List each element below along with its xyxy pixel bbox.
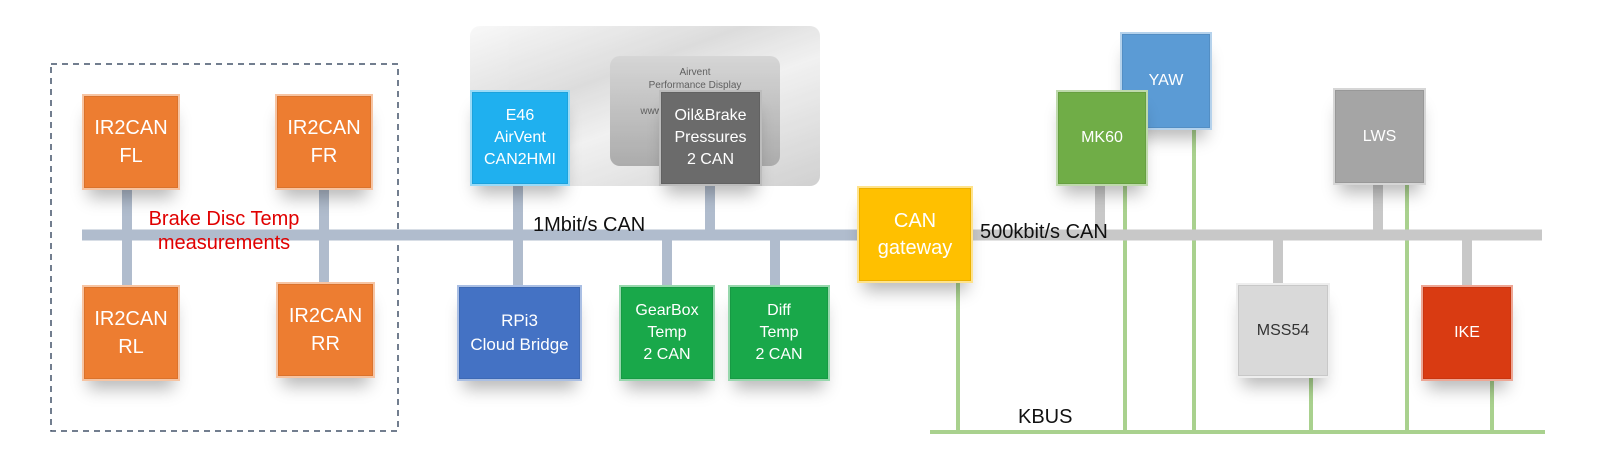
node-oil-brake-pressures: Oil&Brake Pressures 2 CAN bbox=[659, 90, 762, 186]
node-e46-airvent: E46 AirVent CAN2HMI bbox=[470, 90, 570, 186]
node-mk60: MK60 bbox=[1056, 90, 1148, 186]
node-ir2can-rl: IR2CAN RL bbox=[82, 285, 180, 381]
node-ir2can-fl: IR2CAN FL bbox=[82, 94, 180, 190]
node-ir2can-fr: IR2CAN FR bbox=[275, 94, 373, 190]
brake-disc-temp-label: Brake Disc Temp measurements bbox=[148, 208, 300, 254]
node-rpi3-cloud-bridge: RPi3 Cloud Bridge bbox=[457, 285, 582, 381]
node-diff-temp: Diff Temp 2 CAN bbox=[728, 285, 830, 381]
can-1mbit-label: 1Mbit/s CAN bbox=[533, 214, 646, 236]
can-500kbit-label: 500kbit/s CAN bbox=[980, 221, 1108, 243]
node-lws: LWS bbox=[1333, 88, 1426, 185]
node-ike: IKE bbox=[1421, 285, 1513, 381]
node-mss54: MSS54 bbox=[1236, 283, 1330, 378]
node-ir2can-rr: IR2CAN RR bbox=[276, 282, 375, 378]
kbus-drops bbox=[956, 130, 1494, 432]
kbus-label: KBUS bbox=[1018, 406, 1073, 428]
node-gearbox-temp: GearBox Temp 2 CAN bbox=[619, 285, 715, 381]
brake-disc-group-boundary bbox=[50, 63, 399, 432]
can-1mbit-stubs bbox=[122, 186, 780, 285]
can-500k-stubs bbox=[1095, 185, 1472, 286]
node-can-gateway: CAN gateway bbox=[857, 186, 973, 283]
